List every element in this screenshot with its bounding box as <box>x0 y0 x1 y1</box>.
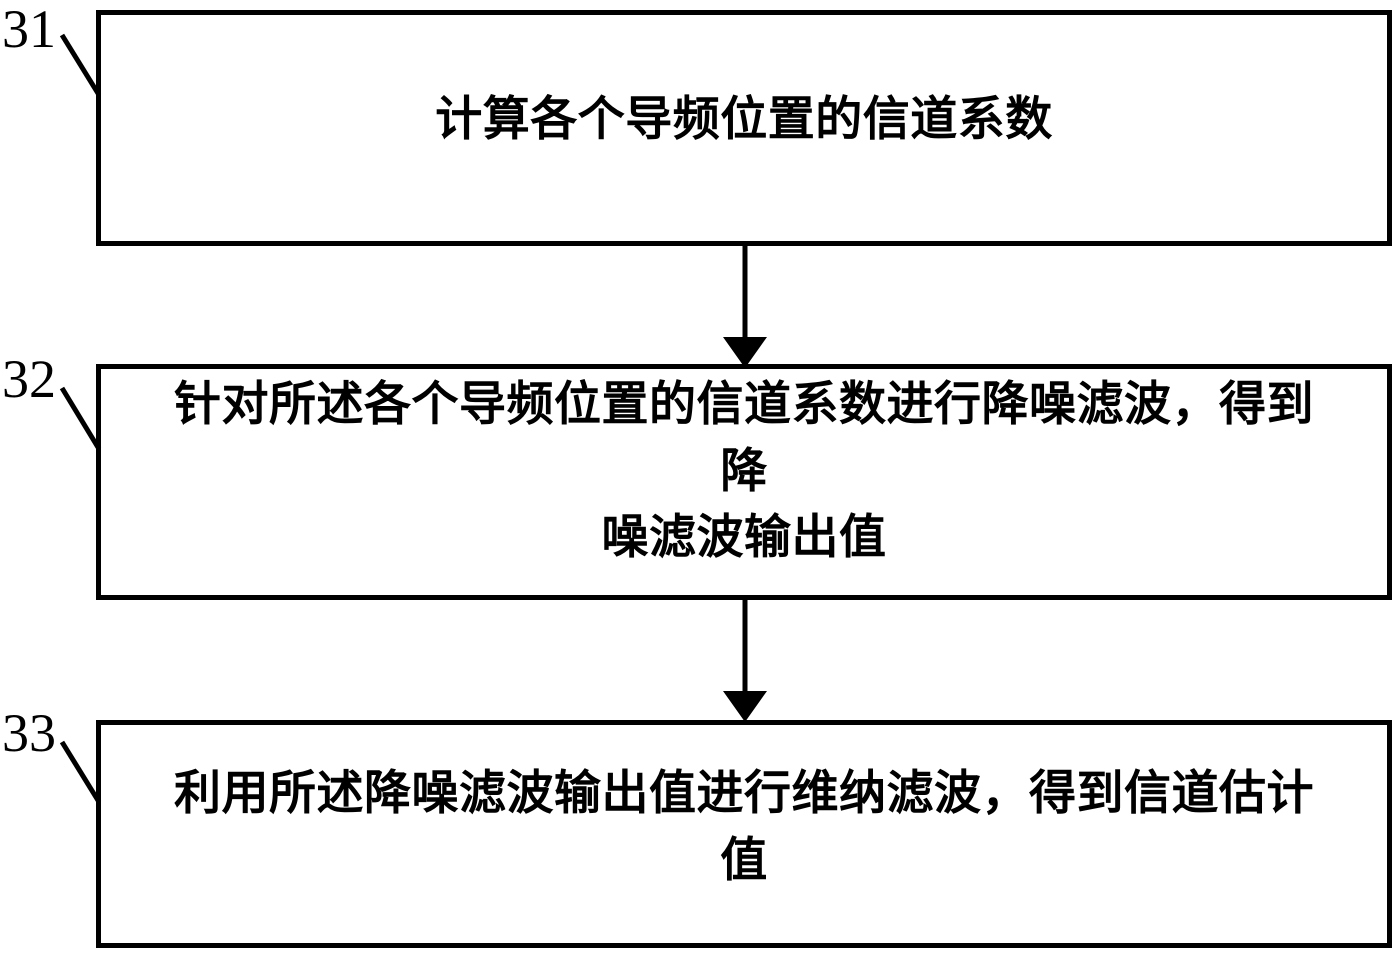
reference-number-33: 33 <box>2 703 56 763</box>
reference-number-31: 31 <box>2 0 56 59</box>
flow-step-box-31[interactable]: 计算各个导频位置的信道系数 <box>96 10 1392 246</box>
flow-step-box-32[interactable]: 针对所述各个导频位置的信道系数进行降噪滤波，得到降 噪滤波输出值 <box>96 364 1392 600</box>
flow-step-text-33: 利用所述降噪滤波输出值进行维纳滤波，得到信道估计值 <box>173 766 1314 888</box>
flow-step-text-31: 计算各个导频位置的信道系数 <box>435 91 1053 147</box>
arrow-31-to-32 <box>723 246 767 368</box>
flow-step-box-33[interactable]: 利用所述降噪滤波输出值进行维纳滤波，得到信道估计值 <box>96 720 1392 948</box>
arrow-32-to-33 <box>723 600 767 722</box>
flow-step-text-32: 针对所述各个导频位置的信道系数进行降噪滤波，得到降 噪滤波输出值 <box>173 376 1314 566</box>
leader-line-33 <box>59 740 102 804</box>
reference-number-32: 32 <box>2 349 56 409</box>
leader-line-31 <box>59 33 102 97</box>
leader-line-32 <box>59 386 102 451</box>
